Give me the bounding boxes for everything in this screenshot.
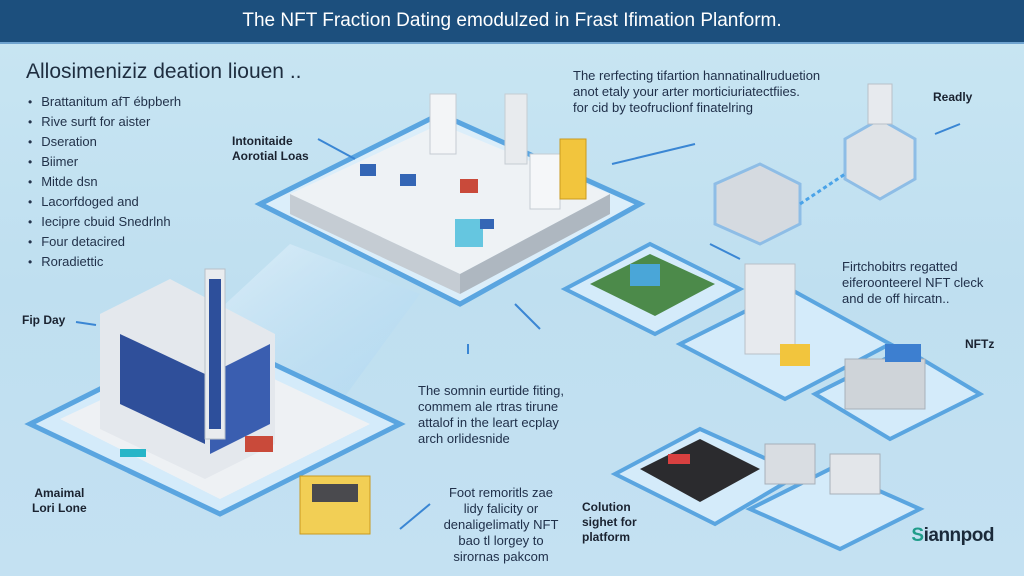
bullet-item: Rive surft for aister	[28, 112, 181, 132]
text-line: bao tl lorgey to	[458, 533, 544, 548]
brand-logo: Siannpod	[911, 525, 995, 546]
bullet-item: Four detacired	[28, 232, 181, 252]
intro-bullet-list: Brattanitum afT ébpberh Rive surft for a…	[28, 92, 181, 272]
text-line: anot etaly your arter morticiuriatectfii…	[573, 84, 800, 99]
text-line: attalof in the leart ecplay	[418, 415, 559, 430]
label-ready: Readly	[933, 90, 973, 104]
text-line: Firtchobitrs regatted	[842, 259, 958, 274]
bullet-item: Mitde dsn	[28, 172, 181, 192]
text-line: arch orlidesnide	[418, 431, 510, 446]
text-line: commem ale rtras tirune	[418, 399, 559, 414]
text-line: sirornas pakcom	[453, 549, 549, 564]
central-platform	[254, 93, 646, 307]
label-line: Intonitaide	[232, 134, 293, 148]
label-line: Lori Lone	[32, 501, 87, 515]
paragraph-middle: The somnin eurtide fiting, commem ale rt…	[418, 383, 564, 447]
bullet-item: Brattanitum afT ébpberh	[28, 92, 181, 112]
paragraph-top-right: The rerfecting tifartion hannatinallrudu…	[573, 68, 820, 116]
bullet-item: Lacorfdoged and	[28, 192, 181, 212]
text-line: and de off hircatn..	[842, 291, 950, 306]
connector-arrows	[75, 123, 961, 530]
text-line: denaligelimatly NFT	[443, 517, 559, 532]
label-line: Amaimal	[34, 486, 85, 500]
label-colution: Colution sighet for platform	[582, 500, 637, 545]
text-line: The somnin eurtide fiting,	[418, 383, 564, 398]
label-line: Aorotial Loas	[232, 149, 309, 163]
left-building	[24, 268, 406, 517]
isometric-illustration	[24, 83, 985, 552]
label-intonitaide: Intonitaide Aorotial Loas	[232, 134, 309, 164]
page-title: The NFT Fraction Dating emodulzed in Fra…	[242, 10, 782, 31]
brand-logo-text: iannpod	[923, 525, 995, 546]
label-line: platform	[582, 530, 630, 544]
label-line: Colution	[582, 500, 631, 514]
bullet-item: Biimer	[28, 152, 181, 172]
text-line: The rerfecting tifartion hannatinallrudu…	[573, 68, 821, 83]
paragraph-right: Firtchobitrs regatted eiferoonteerel NFT…	[842, 259, 983, 307]
intro-subtitle: Allosimeniziz deation liouen ..	[26, 60, 302, 83]
garden-platform	[560, 241, 745, 337]
title-banner: The NFT Fraction Dating emodulzed in Fra…	[0, 0, 1024, 44]
bullet-item: Dseration	[28, 132, 181, 152]
bullet-item: Roradiettic	[28, 252, 181, 272]
bullet-item: Iecipre cbuid Snedrlnh	[28, 212, 181, 232]
text-line: lidy falicity or	[463, 501, 539, 516]
top-right-towers	[713, 83, 917, 246]
paragraph-bottom: Foot remoritls zae lidy falicity or dena…	[436, 485, 566, 565]
label-amaimal: Amaimal Lori Lone	[32, 486, 87, 516]
right-platforms	[610, 263, 985, 552]
text-line: eiferoonteerel NFT cleck	[842, 275, 984, 290]
text-line: Foot remoritls zae	[448, 485, 554, 500]
label-flip-day: Fip Day	[22, 313, 66, 327]
text-line: for cid by teofruclionf finatelring	[573, 100, 753, 115]
label-nftz: NFTz	[965, 337, 995, 351]
label-line: sighet for	[582, 515, 637, 529]
